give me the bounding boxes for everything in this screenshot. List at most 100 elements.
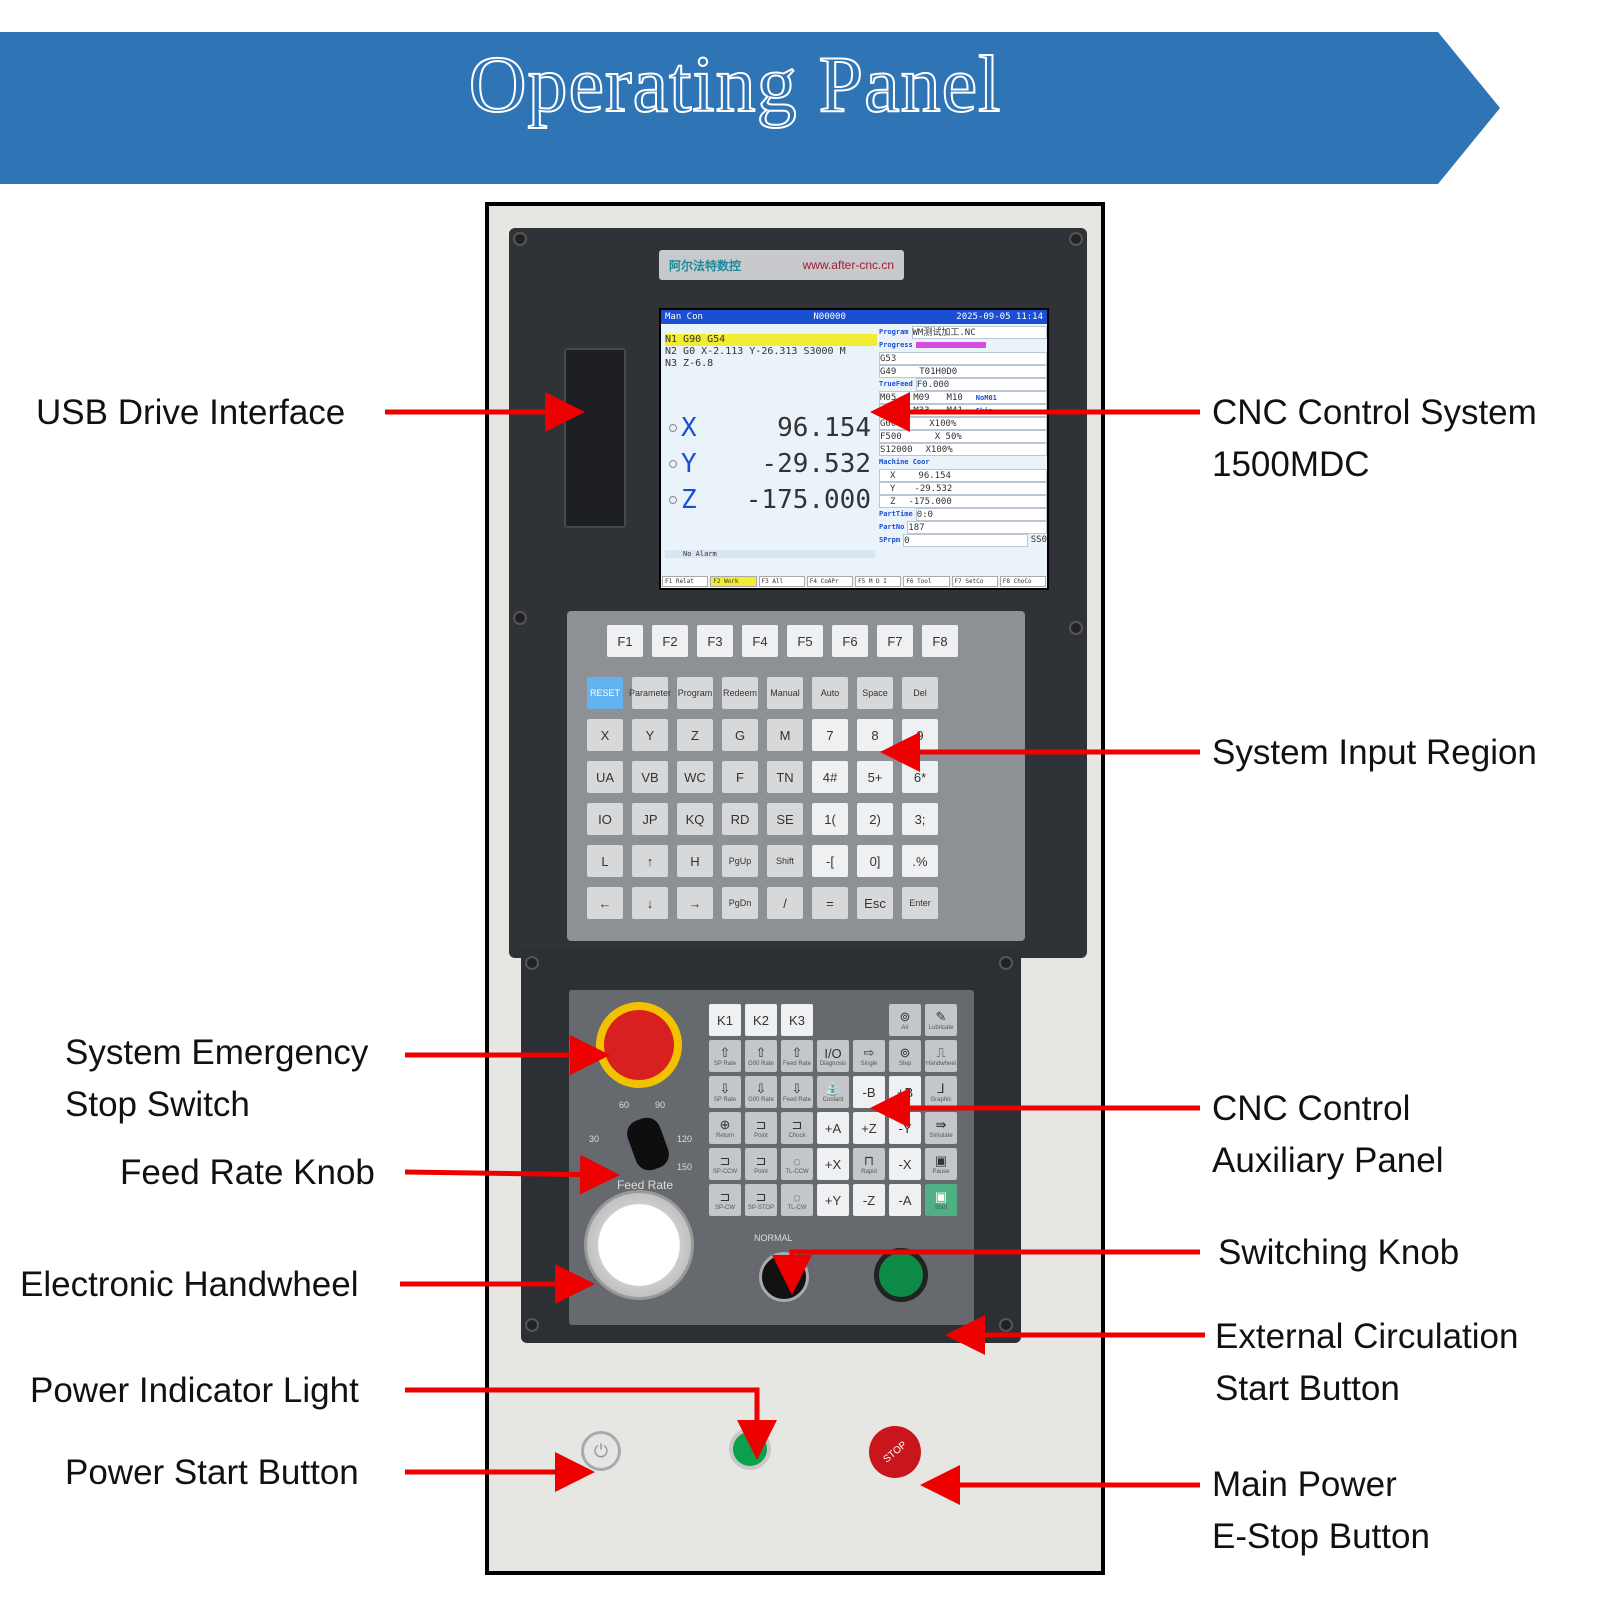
aux-key-start[interactable]: ▣Start: [925, 1184, 957, 1216]
aux-key-sp-stop[interactable]: ⊐SP-STOP: [745, 1184, 777, 1216]
key-[interactable]: /: [767, 887, 803, 919]
key-space[interactable]: Space: [857, 677, 893, 709]
key-pgdn[interactable]: PgDn: [722, 887, 758, 919]
key-f[interactable]: F: [722, 761, 758, 793]
key-y[interactable]: Y: [632, 719, 668, 751]
key-0[interactable]: 0]: [857, 845, 893, 877]
aux-key-simulate[interactable]: ⇛Simulate: [925, 1112, 957, 1144]
key-pgup[interactable]: PgUp: [722, 845, 758, 877]
key-[interactable]: →: [677, 887, 713, 919]
key-f1[interactable]: F1: [607, 625, 643, 657]
key-glyph: ◌: [793, 1189, 801, 1205]
key-manual[interactable]: Manual: [767, 677, 803, 709]
key-f3[interactable]: F3: [697, 625, 733, 657]
key-kq[interactable]: KQ: [677, 803, 713, 835]
key-redeem[interactable]: Redeem: [722, 677, 758, 709]
key-[interactable]: ←: [587, 887, 623, 919]
key-vb[interactable]: VB: [632, 761, 668, 793]
aux-key-k2[interactable]: K2: [745, 1004, 777, 1036]
aux-key-step[interactable]: ⊚Step: [889, 1040, 921, 1072]
aux-key-point[interactable]: ⊐Point: [745, 1112, 777, 1144]
key-[interactable]: ↓: [632, 887, 668, 919]
aux-key-tl-cw[interactable]: ◌TL-CW: [781, 1184, 813, 1216]
aux-key-lubricate[interactable]: ✎Lubricate: [925, 1004, 957, 1036]
dial-tick: 90: [655, 1100, 666, 1110]
key-x[interactable]: X: [587, 719, 623, 751]
electronic-handwheel[interactable]: [584, 1190, 694, 1300]
aux-key-chuck[interactable]: ⊐Chuck: [781, 1112, 813, 1144]
key-program[interactable]: Program: [677, 677, 713, 709]
aux-key--z[interactable]: -Z: [853, 1184, 885, 1216]
aux-key-g00-rate[interactable]: ⇩G00 Rate: [745, 1076, 777, 1108]
key-[interactable]: -[: [812, 845, 848, 877]
key-shift[interactable]: Shift: [767, 845, 803, 877]
key-se[interactable]: SE: [767, 803, 803, 835]
key-f7[interactable]: F7: [877, 625, 913, 657]
label-ext-circ-2: Start Button: [1215, 1369, 1400, 1408]
key-io[interactable]: IO: [587, 803, 623, 835]
aux-key-coolant[interactable]: ⛲Coolant: [817, 1076, 849, 1108]
key-auto[interactable]: Auto: [812, 677, 848, 709]
key-reset[interactable]: RESET: [587, 677, 623, 709]
aux-key-feed-rate[interactable]: ⇧Feed Rate: [781, 1040, 813, 1072]
key-1[interactable]: 1(: [812, 803, 848, 835]
aux-key--a[interactable]: -A: [889, 1184, 921, 1216]
aux-key-return[interactable]: ⊕Return: [709, 1112, 741, 1144]
key-h[interactable]: H: [677, 845, 713, 877]
key-f4[interactable]: F4: [742, 625, 778, 657]
aux-key--z[interactable]: +Z: [853, 1112, 885, 1144]
aux-key-feed-rate[interactable]: ⇩Feed Rate: [781, 1076, 813, 1108]
aux-key--y[interactable]: +Y: [817, 1184, 849, 1216]
key-f8[interactable]: F8: [922, 625, 958, 657]
aux-key-k1[interactable]: K1: [709, 1004, 741, 1036]
key-del[interactable]: Del: [902, 677, 938, 709]
aux-key-tl-ccw[interactable]: ◌TL-CCW: [781, 1148, 813, 1180]
aux-key-sp-cw[interactable]: ⊐SP-CW: [709, 1184, 741, 1216]
aux-key-point[interactable]: ⊐Point: [745, 1148, 777, 1180]
key-esc[interactable]: Esc: [857, 887, 893, 919]
key-f5[interactable]: F5: [787, 625, 823, 657]
aux-key-graphic[interactable]: ⅃Graphic: [925, 1076, 957, 1108]
aux-key-sp-rate[interactable]: ⇧SP Rate: [709, 1040, 741, 1072]
aux-key--x[interactable]: +X: [817, 1148, 849, 1180]
key-[interactable]: =: [812, 887, 848, 919]
key-ua[interactable]: UA: [587, 761, 623, 793]
aux-key--x[interactable]: -X: [889, 1148, 921, 1180]
key-rd[interactable]: RD: [722, 803, 758, 835]
aux-key-air[interactable]: ⊚Air: [889, 1004, 921, 1036]
key-[interactable]: ↑: [632, 845, 668, 877]
aux-key-sp-ccw[interactable]: ⊐SP-CCW: [709, 1148, 741, 1180]
key-3[interactable]: 3;: [902, 803, 938, 835]
key-enter[interactable]: Enter: [902, 887, 938, 919]
key-wc[interactable]: WC: [677, 761, 713, 793]
aux-key-k3[interactable]: K3: [781, 1004, 813, 1036]
cnc-screen: Man Con N00000 2025-09-05 11:14 N1 G90 G…: [659, 308, 1049, 590]
aux-key-handwheel[interactable]: ⎍Handwheel: [925, 1040, 957, 1072]
key-m[interactable]: M: [767, 719, 803, 751]
key-tn[interactable]: TN: [767, 761, 803, 793]
key-parameter[interactable]: Parameter: [629, 677, 671, 709]
coor-value: -175.000: [908, 497, 952, 507]
system-estop-button[interactable]: [596, 1002, 682, 1088]
usb-port[interactable]: [564, 348, 626, 528]
aux-key-rapid[interactable]: ⊓Rapid: [853, 1148, 885, 1180]
key-label: Single: [860, 1061, 878, 1067]
panel-photo: 阿尔法特数控 www.after-cnc.cn Man Con N00000 2…: [485, 202, 1105, 1575]
key-7[interactable]: 7: [812, 719, 848, 751]
key-jp[interactable]: JP: [632, 803, 668, 835]
aux-key-pause[interactable]: ▣Pause: [925, 1148, 957, 1180]
key-z[interactable]: Z: [677, 719, 713, 751]
key-label: Simulate: [929, 1133, 953, 1139]
aux-key-g00-rate[interactable]: ⇧G00 Rate: [745, 1040, 777, 1072]
key-4[interactable]: 4#: [812, 761, 848, 793]
key-g[interactable]: G: [722, 719, 758, 751]
key-l[interactable]: L: [587, 845, 623, 877]
aux-key-single[interactable]: ⇨Single: [853, 1040, 885, 1072]
key-[interactable]: .%: [902, 845, 938, 877]
aux-key--a[interactable]: +A: [817, 1112, 849, 1144]
key-2[interactable]: 2): [857, 803, 893, 835]
aux-key-sp-rate[interactable]: ⇩SP Rate: [709, 1076, 741, 1108]
key-f2[interactable]: F2: [652, 625, 688, 657]
key-f6[interactable]: F6: [832, 625, 868, 657]
